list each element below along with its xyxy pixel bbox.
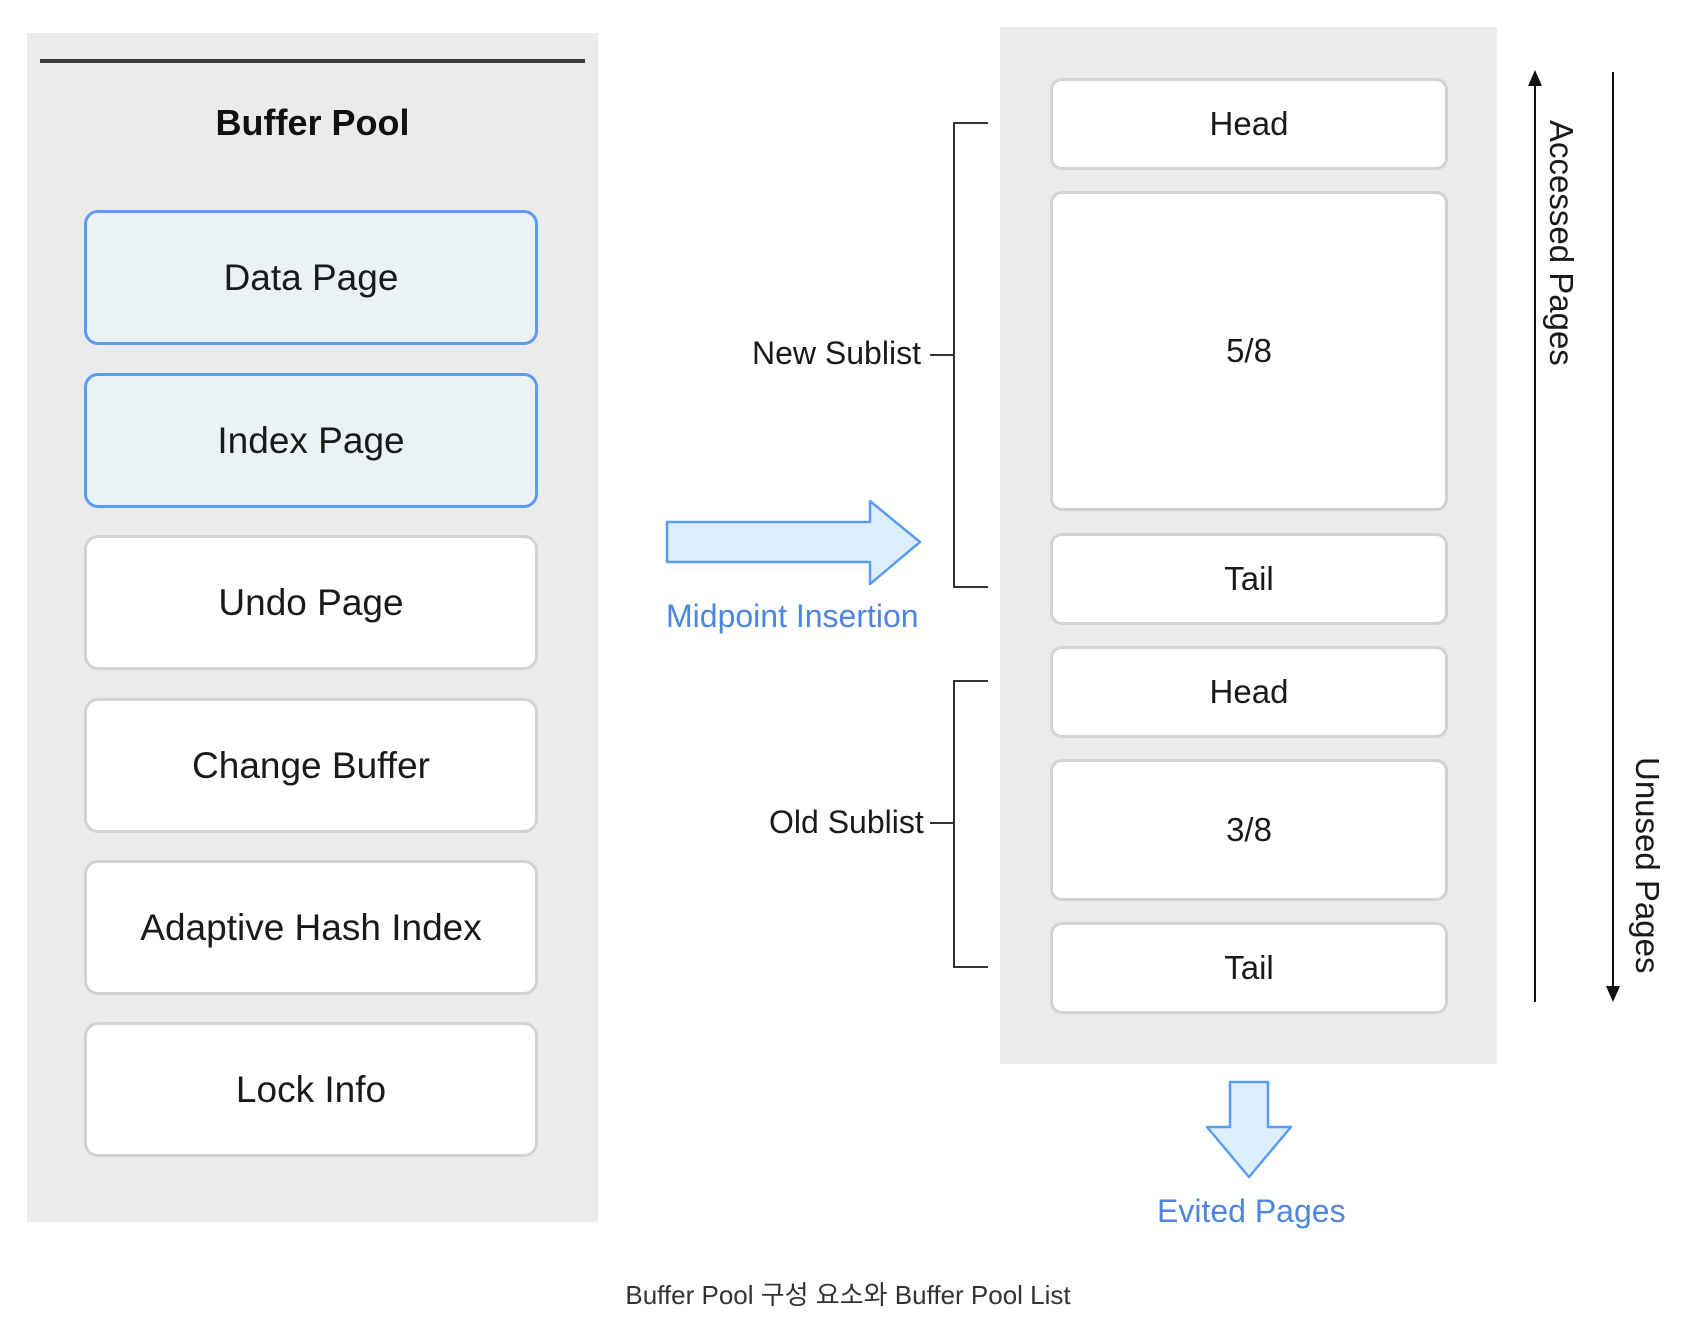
- lock-info-label: Lock Info: [235, 1068, 387, 1110]
- new-head-label: Head: [1209, 105, 1289, 142]
- old-sublist-label: Old Sublist: [769, 804, 924, 840]
- index-page-label: Index Page: [217, 419, 405, 461]
- undo-page-label: Undo Page: [218, 581, 404, 623]
- new-sublist-label: New Sublist: [752, 335, 921, 371]
- new-body-box: 5/8: [1050, 191, 1448, 511]
- old-body-label: 3/8: [1226, 811, 1272, 848]
- lock-info-box: Lock Info: [84, 1022, 538, 1157]
- index-page-box: Index Page: [84, 373, 538, 508]
- undo-page-box: Undo Page: [84, 535, 538, 670]
- data-page-label: Data Page: [223, 256, 399, 298]
- new-tail-box: Tail: [1050, 533, 1448, 625]
- new-sublist-bracket: [930, 122, 988, 588]
- evicted-pages-label: Evited Pages: [1157, 1193, 1346, 1229]
- midpoint-insertion-label: Midpoint Insertion: [666, 598, 919, 634]
- change-buffer-box: Change Buffer: [84, 698, 538, 833]
- adaptive-hash-index-label: Adaptive Hash Index: [140, 906, 482, 948]
- old-tail-label: Tail: [1224, 949, 1274, 986]
- buffer-pool-top-rule: [40, 59, 585, 63]
- old-body-box: 3/8: [1050, 759, 1448, 901]
- data-page-box: Data Page: [84, 210, 538, 345]
- unused-pages-arrow-icon: [1606, 72, 1620, 1002]
- figure-caption: Buffer Pool 구성 요소와 Buffer Pool List: [625, 1280, 1071, 1310]
- new-tail-label: Tail: [1224, 560, 1274, 597]
- new-head-box: Head: [1050, 78, 1448, 170]
- change-buffer-label: Change Buffer: [192, 744, 430, 786]
- old-head-label: Head: [1209, 673, 1289, 710]
- accessed-pages-arrow-icon: [1528, 70, 1542, 1002]
- buffer-pool-title: Buffer Pool: [215, 102, 410, 143]
- old-head-box: Head: [1050, 646, 1448, 738]
- midpoint-insertion-arrow-icon: [665, 499, 922, 586]
- old-sublist-bracket: [930, 680, 988, 968]
- adaptive-hash-index-box: Adaptive Hash Index: [84, 860, 538, 995]
- new-body-label: 5/8: [1226, 332, 1272, 369]
- old-tail-box: Tail: [1050, 922, 1448, 1014]
- evicted-pages-arrow-icon: [1205, 1080, 1293, 1179]
